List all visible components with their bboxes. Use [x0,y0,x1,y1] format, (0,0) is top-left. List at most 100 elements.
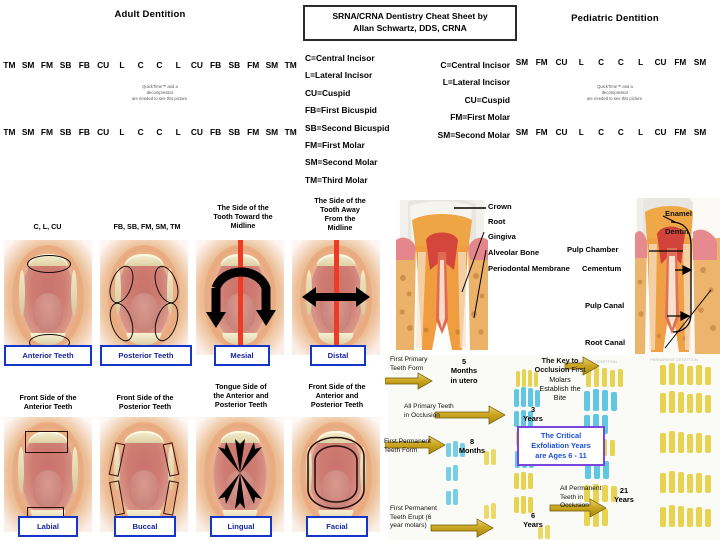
qt-line-1: QuickTime™ and a [142,84,178,89]
lingual-radial-arrows [218,439,262,509]
left-arch-teeth [114,267,122,314]
tooth-code: SB [228,60,241,70]
anatomy-label-alveolar-bone: Alveolar Bone [488,248,540,257]
tooth-code: CU [555,128,568,137]
tooth-code: FM [535,58,548,67]
uvula-shape [46,283,50,295]
tooth-code: FM [247,60,260,70]
tooth-code: FM [674,128,687,137]
mouth-photo-mesial [196,240,284,355]
tooth-code: SB [228,127,241,137]
tooth-code: FM [674,58,687,67]
qt-line-1-ped: QuickTime™ and a [597,84,633,89]
tooth-code: CU [190,60,203,70]
anatomy-label-gingiva: Gingiva [488,232,516,241]
tooth-code: SM [265,60,279,70]
label-box-buccal: Buccal [114,516,176,537]
label-box-distal: Distal [310,345,366,366]
mouth-illustration [100,417,188,532]
anatomy-label-crown: Crown [488,202,512,211]
lower-arch-teeth [126,333,162,345]
mouth-illustration [292,417,380,532]
mouth-photo-anterior [4,240,92,355]
tooth-code: L [578,58,584,67]
tooth-code: L [638,128,644,137]
tooth-code: SM [515,58,529,67]
tooth-code: C [617,58,624,67]
lower-arch-teeth [126,510,162,522]
qt-line-3-ped: are needed to see this picture. [586,96,644,102]
highlight-rect-upper-labial [25,430,69,454]
right-arch-teeth [166,267,174,314]
facial-arch-outlines [307,436,365,510]
tongue-shape [33,292,63,332]
tooth-code: SB [59,127,72,137]
tooth-code: C [598,128,605,137]
upper-arch-teeth [124,430,164,444]
tooth-code: TM [284,60,297,70]
mouth-photo-buccal [100,417,188,532]
svg-text:PRIMARY DENTITION: PRIMARY DENTITION [576,359,617,364]
quicktime-notice-adult: QuickTime™ and a decompressor are needed… [95,84,225,102]
tooth-code: SM [515,128,529,137]
tooth-code: C [137,60,144,70]
distal-double-arrow [302,287,370,307]
tooth-code: SB [59,60,72,70]
quicktime-notice-pediatric: QuickTime™ and a decompressor are needed… [555,84,675,102]
label-box-facial: Facial [306,516,368,537]
tooth-code: CU [97,127,110,137]
legend-entry: L=Lateral Incisor [305,70,373,81]
anatomy-label-enamel: Enamel [665,209,693,218]
legend-entry: FM=First Molar [450,112,510,123]
tooth-code: FB [210,127,222,137]
tooth-code: FM [40,60,53,70]
lower-arch-teeth [318,510,354,522]
mouth-cell-caption-1: C, L, CU [33,222,62,231]
upper-arch-teeth [220,430,260,444]
legend-entry: SM=Second Molar [305,157,378,168]
anatomy-label-periodontal-membrane: Periodontal Membrane [488,264,570,273]
tooth-code: C [156,60,163,70]
label-box-lingual: Lingual [210,516,272,537]
right-arch-teeth [167,444,174,491]
upper-arch-teeth [124,253,164,267]
legend-entry: L=Lateral Incisor [442,77,510,88]
tooth-code: SM [265,127,279,137]
eruption-gold-arrows [385,356,607,538]
left-arch-teeth [306,446,313,493]
tooth-code: FM [247,127,260,137]
tooth-code: CU [190,127,203,137]
tooth-code: L [175,127,181,137]
tooth-code: TM [3,127,16,137]
qt-line-2-ped: decompressor [601,90,629,96]
tooth-code: SM [693,58,707,67]
tooth-code: L [119,127,125,137]
mouth-illustration [100,240,188,355]
right-arch-teeth [70,269,78,316]
lower-arch-teeth [30,510,66,522]
tooth-code: CU [555,58,568,67]
left-arch-teeth [18,269,26,316]
legend-entry: SB=Second Bicuspid [305,122,390,133]
label-box-posterior-teeth: Posterior Teeth [100,345,192,366]
tongue-shape [33,469,63,509]
tooth-code: C [617,128,624,137]
mouth-photo-posterior [100,240,188,355]
upper-arch-teeth [28,430,68,444]
tooth-anatomy-right-leaders [649,215,712,349]
legend-entry: C=Central Incisor [305,53,375,63]
tooth-code: C [137,127,144,137]
